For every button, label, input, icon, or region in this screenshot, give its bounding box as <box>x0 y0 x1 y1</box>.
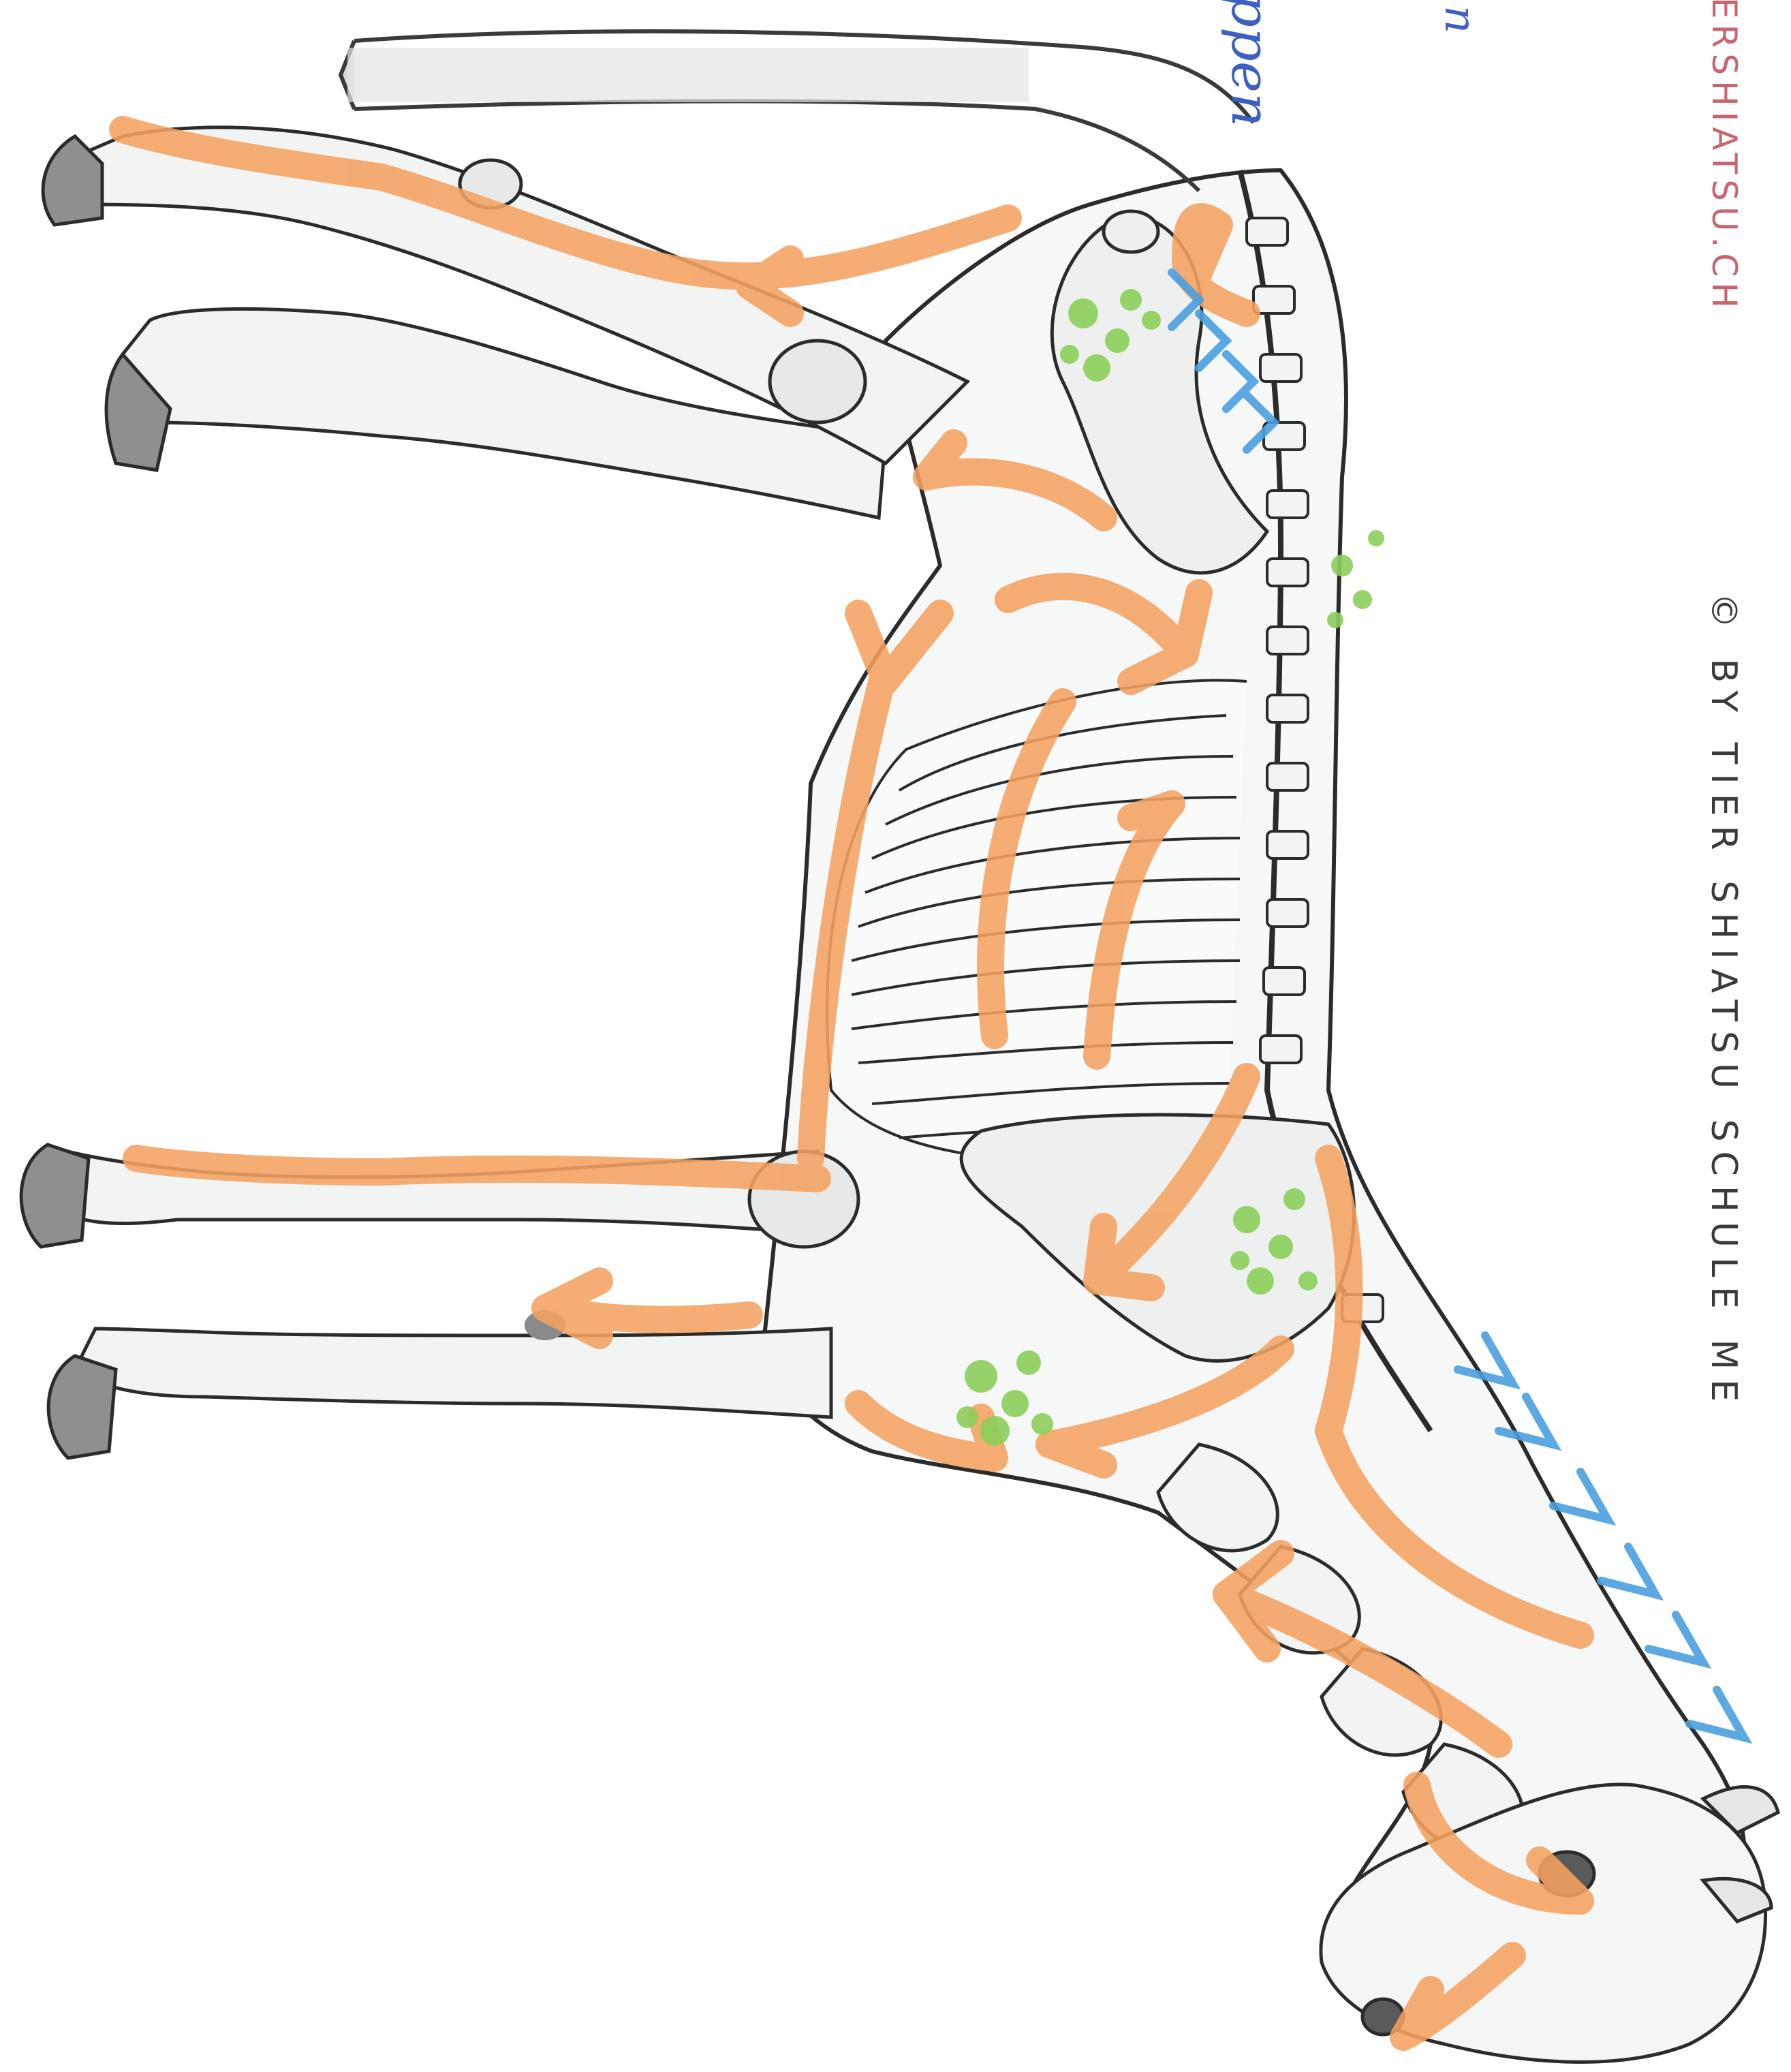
watermark-copyright: © BY TIER SHIATSU SCHULE ME <box>1703 593 1744 1411</box>
watermark-url: ERSHIATSU.CH <box>1704 0 1744 313</box>
head <box>1321 1784 1778 2062</box>
front-leg-far <box>48 1310 831 1458</box>
handwritten-note-1: ppen <box>1219 0 1281 127</box>
handwritten-note-2: n <box>1435 5 1485 33</box>
